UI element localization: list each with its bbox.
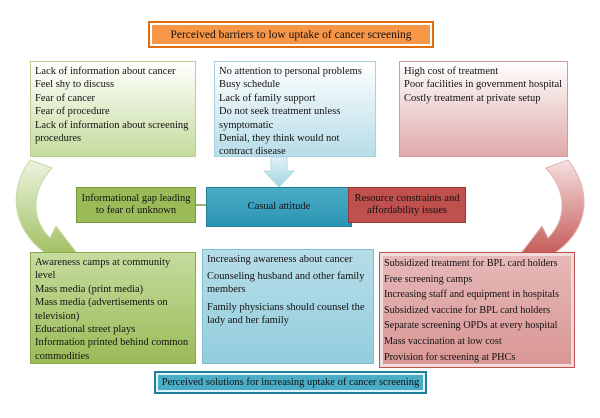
right-curved-arrow (521, 159, 585, 263)
solutions-title: Perceived solutions for increasing uptak… (154, 371, 427, 394)
list-item: Lack of information about cancer (35, 66, 176, 77)
solutions-information-list: Awareness camps at community level Mass … (31, 253, 195, 366)
solutions-attitude-box: Increasing awareness about cancer Counse… (202, 249, 374, 364)
solutions-resource-box: Subsidized treatment for BPL card holder… (379, 252, 575, 368)
barriers-attitude-list: No attention to personal problems Busy s… (215, 62, 375, 162)
resource-constraints-box: Resource constraints and affordability i… (348, 187, 466, 223)
list-item: Free screening camps (384, 273, 473, 285)
barriers-information-list: Lack of information about cancer Feel sh… (31, 62, 195, 148)
list-item: Lack of information about screening proc… (35, 119, 189, 145)
list-item: Mass media (advertisements on television… (35, 297, 168, 322)
list-item: Denial, they think would not contract di… (219, 133, 340, 158)
list-item: No attention to personal problems (219, 66, 362, 77)
list-item: Feel shy to discuss (35, 79, 115, 91)
list-item: Provision for screening at PHCs (384, 351, 516, 363)
list-item: Counseling husband and other family memb… (207, 271, 365, 296)
list-item: Busy schedule (219, 79, 280, 91)
solutions-attitude-list: Increasing awareness about cancer Counse… (203, 250, 373, 334)
list-item: Fear of cancer (35, 92, 96, 104)
list-item: Costly treatment at private setup (404, 92, 541, 104)
list-item: Mass media (print media) (35, 283, 144, 295)
resource-constraints-label: Resource constraints and affordability i… (354, 192, 460, 217)
list-item: Poor facilities in government hospital (404, 79, 563, 91)
list-item: Educational street plays (35, 324, 136, 336)
casual-attitude-box: Casual attitude (206, 187, 352, 227)
list-item: Increasing staff and equipment in hospit… (384, 289, 559, 301)
list-item: Family physicians should counsel the lad… (207, 301, 365, 326)
list-item: Lack of family support (219, 92, 316, 104)
list-item: Fear of procedure (35, 106, 110, 118)
solutions-title-text: Perceived solutions for increasing uptak… (161, 377, 420, 388)
list-item: Information printed behind common commod… (35, 337, 189, 362)
barriers-resource-box: High cost of treatment Poor facilities i… (399, 61, 568, 157)
barriers-resource-list: High cost of treatment Poor facilities i… (400, 62, 567, 108)
barriers-title: Perceived barriers to low uptake of canc… (148, 21, 434, 48)
list-item: High cost of treatment (404, 66, 499, 77)
list-item: Subsidized vaccine for BPL card holders (384, 304, 551, 316)
informational-gap-box: Informational gap leading to fear of unk… (76, 187, 196, 223)
list-item: Mass vaccination at low cost (384, 335, 502, 347)
list-item: Subsidized treatment for BPL card holder… (384, 258, 558, 269)
list-item: Do not seek treatment unless symptomatic (219, 106, 341, 131)
barriers-title-text: Perceived barriers to low uptake of canc… (170, 28, 412, 41)
down-arrow (262, 156, 296, 188)
informational-gap-label: Informational gap leading to fear of unk… (81, 192, 191, 217)
list-item: Separate screening OPDs at every hospita… (384, 320, 558, 332)
solutions-information-box: Awareness camps at community level Mass … (30, 252, 196, 364)
casual-attitude-label: Casual attitude (247, 200, 311, 212)
solutions-resource-list: Subsidized treatment for BPL card holder… (380, 253, 574, 368)
list-item: Increasing awareness about cancer (207, 254, 353, 265)
barriers-attitude-box: No attention to personal problems Busy s… (214, 61, 376, 157)
list-item: Awareness camps at community level (35, 257, 171, 282)
barriers-information-box: Lack of information about cancer Feel sh… (30, 61, 196, 157)
left-curved-arrow (15, 159, 77, 263)
